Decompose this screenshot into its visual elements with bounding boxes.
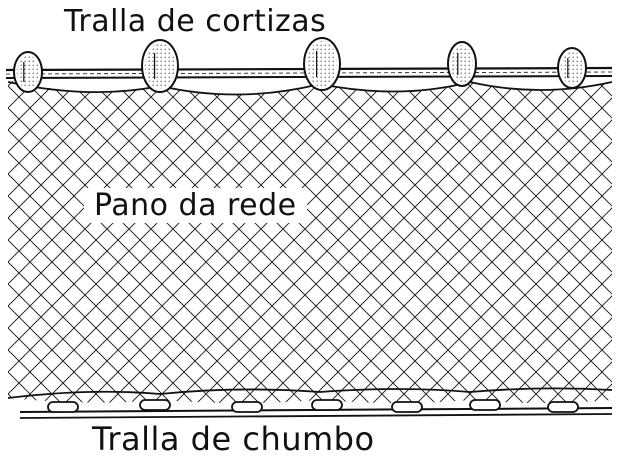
mesh-strand — [421, 80, 612, 403]
mesh-strand — [487, 80, 612, 403]
mesh-strand — [135, 80, 497, 403]
mesh-strand — [8, 80, 343, 403]
net-panel-label: Pano da rede — [84, 188, 307, 223]
mesh-strand — [575, 80, 612, 403]
mesh-strand — [399, 80, 612, 403]
mesh-strand — [443, 80, 612, 403]
mesh-strand — [311, 80, 612, 403]
mesh-strand — [399, 80, 612, 403]
mesh-strand — [8, 80, 145, 403]
mesh-strand — [267, 80, 612, 403]
mesh-strand — [8, 80, 123, 403]
cork-floats — [13, 37, 587, 93]
mesh-strand — [8, 80, 79, 403]
mesh-strand — [47, 80, 409, 403]
mesh-strand — [223, 80, 585, 403]
cork-float — [303, 37, 341, 91]
cork-float — [557, 47, 587, 89]
lead-sinker — [47, 401, 79, 413]
mesh-strand — [8, 80, 123, 403]
mesh-strand — [333, 80, 612, 403]
cork-float — [141, 39, 179, 93]
mesh-strand — [575, 80, 612, 403]
lead-sinker — [547, 401, 579, 413]
float-line-label: Tralla de cortizas — [64, 4, 327, 39]
mesh-strand — [8, 80, 189, 403]
mesh-strand — [8, 80, 233, 403]
mesh-strand — [8, 80, 13, 403]
mesh-strand — [245, 80, 607, 403]
cork-float — [13, 51, 43, 93]
lead-sinker — [139, 399, 171, 411]
mesh-strand — [8, 80, 299, 403]
mesh-strand — [25, 80, 387, 403]
mesh-strand — [509, 80, 612, 403]
mesh-strand — [465, 80, 612, 403]
lead-sinker — [231, 401, 263, 413]
mesh-strand — [487, 80, 612, 403]
lead-sinker — [469, 399, 501, 411]
mesh-strand — [8, 80, 35, 403]
mesh-strand — [509, 80, 612, 403]
mesh-strand — [8, 80, 167, 403]
lead-line-label: Tralla de chumbo — [92, 420, 375, 458]
mesh-strand — [355, 80, 612, 403]
cork-float — [447, 41, 477, 87]
mesh-strand — [531, 80, 612, 403]
mesh-strand — [8, 80, 233, 403]
mesh-strand — [8, 80, 365, 403]
mesh-strand — [8, 80, 35, 403]
mesh-strand — [8, 80, 277, 403]
mesh-strand — [355, 80, 612, 403]
mesh-strand — [8, 80, 13, 403]
mesh-strand — [289, 80, 612, 403]
lead-sinker — [391, 401, 423, 413]
lead-rope — [7, 387, 613, 419]
mesh-strand — [8, 80, 145, 403]
mesh-strand — [465, 80, 612, 403]
mesh-strand — [267, 80, 612, 403]
mesh-strand — [377, 80, 612, 403]
mesh-strand — [157, 80, 519, 403]
mesh-strand — [8, 80, 255, 403]
mesh-strand — [531, 80, 612, 403]
mesh-strand — [8, 80, 79, 403]
mesh-strand — [8, 80, 299, 403]
mesh-strand — [8, 80, 211, 403]
mesh-strand — [8, 80, 343, 403]
mesh-strand — [8, 80, 167, 403]
net-mesh — [8, 80, 612, 403]
mesh-strand — [443, 80, 612, 403]
mesh-strand — [8, 80, 101, 403]
mesh-strand — [69, 80, 431, 403]
mesh-strand — [201, 80, 563, 403]
mesh-strand — [8, 80, 101, 403]
mesh-strand — [8, 80, 189, 403]
mesh-strand — [311, 80, 612, 403]
lead-sinkers — [47, 399, 579, 413]
lead-sinker — [311, 399, 343, 411]
mesh-strand — [179, 80, 541, 403]
mesh-strand — [113, 80, 475, 403]
mesh-strand — [91, 80, 453, 403]
mesh-strand — [8, 80, 321, 403]
mesh-strand — [8, 80, 255, 403]
